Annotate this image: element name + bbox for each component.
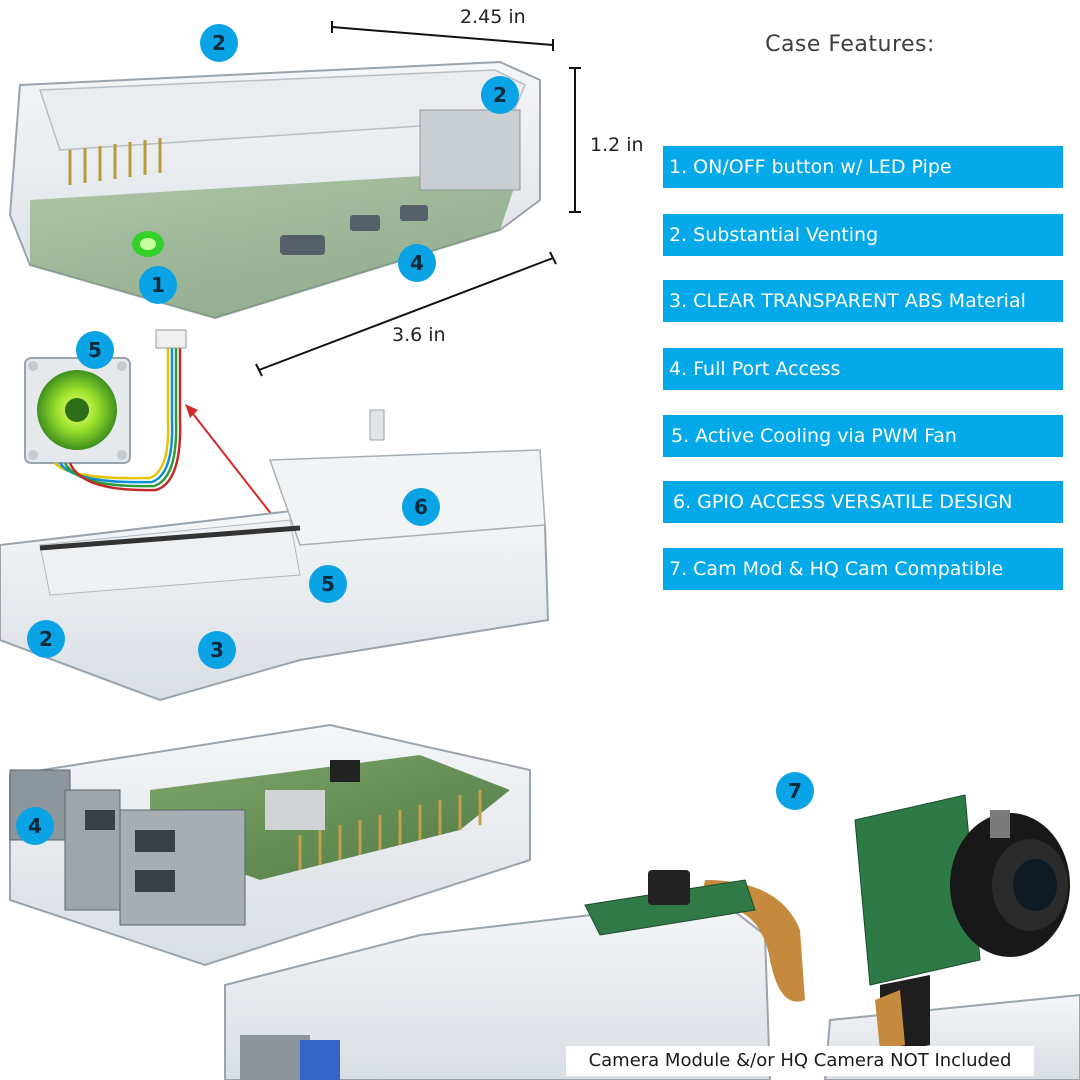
feature-item: 5. Active Cooling via PWM Fan — [663, 415, 1063, 457]
length-dimension-label: 3.6 in — [392, 324, 446, 346]
feature-item: 4. Full Port Access — [663, 348, 1063, 390]
feature-item: 2. Substantial Venting — [663, 214, 1063, 256]
feature-item: 7. Cam Mod & HQ Cam Compatible — [663, 548, 1063, 590]
dimension-lines — [255, 21, 581, 377]
callout-badge: 3 — [198, 631, 236, 669]
disclaimer-label: Camera Module &/or HQ Camera NOT Include… — [566, 1046, 1034, 1076]
callout-badge: 4 — [16, 807, 54, 845]
callout-badge: 2 — [200, 24, 238, 62]
callout-badge: 6 — [402, 488, 440, 526]
exploded-lid — [0, 409, 550, 702]
callout-badge: 2 — [481, 76, 519, 114]
callout-badge: 4 — [398, 244, 436, 282]
height-dimension-label: 1.2 in — [590, 134, 644, 156]
features-title: Case Features: — [765, 32, 935, 57]
callout-badge: 5 — [309, 565, 347, 603]
feature-item: 3. CLEAR TRANSPARENT ABS Material — [663, 280, 1063, 322]
case-base — [9, 723, 531, 967]
callout-badge: 2 — [27, 620, 65, 658]
callout-badge: 5 — [76, 331, 114, 369]
feature-item: 1. ON/OFF button w/ LED Pipe — [663, 146, 1063, 188]
pwm-fan — [24, 329, 187, 492]
width-dimension-label: 2.45 in — [460, 6, 526, 28]
callout-badge: 1 — [139, 266, 177, 304]
assembled-case — [8, 60, 541, 320]
callout-badge: 7 — [776, 772, 814, 810]
feature-item: 6. GPIO ACCESS VERSATILE DESIGN — [663, 481, 1063, 523]
